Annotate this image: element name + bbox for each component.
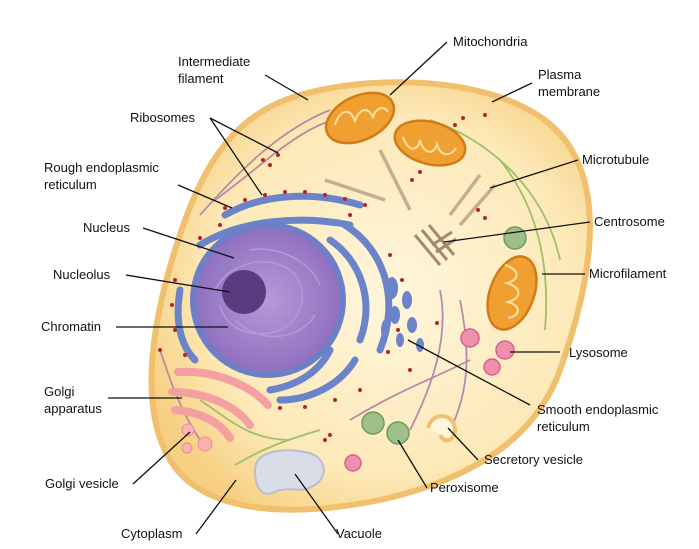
label-peroxisome: Peroxisome bbox=[430, 480, 499, 495]
label-rough-er-1: Rough endoplasmic bbox=[44, 160, 159, 175]
label-golgi-2: apparatus bbox=[44, 401, 102, 416]
label-cytoplasm: Cytoplasm bbox=[121, 526, 182, 541]
label-golgi-1: Golgi bbox=[44, 384, 74, 399]
label-ribosomes: Ribosomes bbox=[130, 110, 196, 125]
labels: Intermediate filament Ribosomes Rough en… bbox=[41, 34, 667, 541]
label-centrosome: Centrosome bbox=[594, 214, 665, 229]
label-rough-er-2: reticulum bbox=[44, 177, 97, 192]
label-microfilament: Microfilament bbox=[589, 266, 667, 281]
free-ribosomes bbox=[158, 113, 487, 442]
label-intermediate-filament-1: Intermediate bbox=[178, 54, 250, 69]
label-secretory-vesicle: Secretory vesicle bbox=[484, 452, 583, 467]
label-plasma-membrane-2: membrane bbox=[538, 84, 600, 99]
label-lysosome: Lysosome bbox=[569, 345, 628, 360]
label-vacuole: Vacuole bbox=[336, 526, 382, 541]
label-golgi-vesicle: Golgi vesicle bbox=[45, 476, 119, 491]
smooth-er-shape bbox=[381, 277, 424, 352]
golgi-shape bbox=[168, 367, 272, 442]
secretory-vesicle-shape bbox=[426, 414, 458, 443]
label-microtubule: Microtubule bbox=[582, 152, 649, 167]
label-intermediate-filament-2: filament bbox=[178, 71, 224, 86]
label-mitochondria: Mitochondria bbox=[453, 34, 528, 49]
golgi-vesicles bbox=[181, 423, 213, 454]
rough-er-shape bbox=[174, 192, 393, 404]
label-chromatin: Chromatin bbox=[41, 319, 101, 334]
label-nucleolus: Nucleolus bbox=[53, 267, 111, 282]
vacuole-shape bbox=[253, 449, 325, 495]
chromatin-shape bbox=[214, 248, 321, 338]
leader-lines bbox=[108, 41, 591, 535]
mitochondria-shape bbox=[324, 91, 538, 331]
microtubules bbox=[324, 149, 497, 227]
label-nucleus: Nucleus bbox=[83, 220, 130, 235]
secretory-vesicle-dot bbox=[344, 454, 362, 472]
label-smooth-er-2: reticulum bbox=[537, 419, 590, 434]
label-plasma-membrane-1: Plasma bbox=[538, 67, 582, 82]
lysosome-shape bbox=[460, 328, 515, 376]
label-smooth-er-1: Smooth endoplasmic bbox=[537, 402, 659, 417]
nucleolus-shape bbox=[222, 270, 266, 314]
nucleus-shape bbox=[190, 222, 346, 378]
